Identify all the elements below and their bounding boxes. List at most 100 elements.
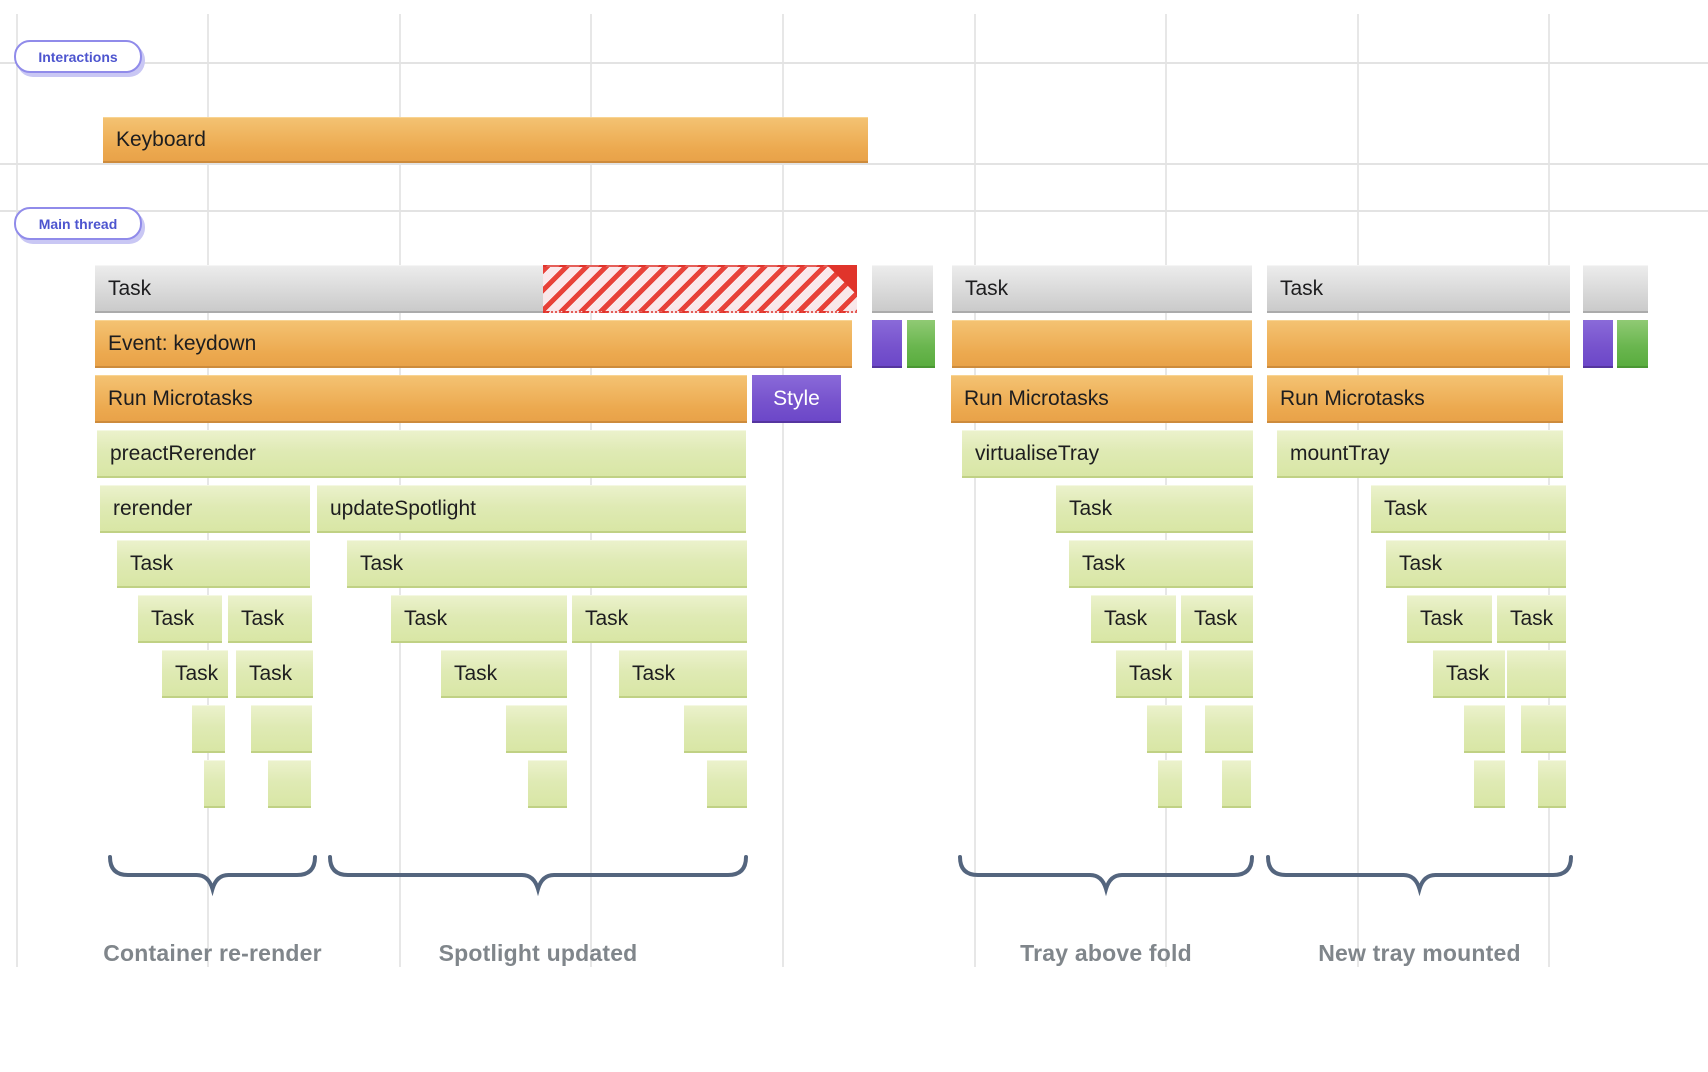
- annotation-label: Container re-render: [103, 940, 322, 966]
- flame-bar-task[interactable]: Task: [1091, 595, 1176, 643]
- flame-bar-unlabeled[interactable]: [1205, 705, 1253, 753]
- flame-bar-unlabeled[interactable]: [684, 705, 747, 753]
- flame-bar-unlabeled[interactable]: [506, 705, 567, 753]
- flame-bar-event-keydown[interactable]: Event: keydown: [95, 320, 852, 368]
- annotation-brace: [1266, 855, 1573, 897]
- flame-bar-task[interactable]: Task: [1056, 485, 1253, 533]
- long-task-hatch: [543, 265, 857, 313]
- flame-bar-task[interactable]: Task: [1116, 650, 1182, 698]
- flame-bar-task[interactable]: Task: [1371, 485, 1566, 533]
- flame-bar-task[interactable]: Task: [1433, 650, 1505, 698]
- long-task-warning-icon: [827, 265, 857, 295]
- flame-bar-label: Task: [1446, 662, 1490, 685]
- time-gridline: [1357, 14, 1359, 967]
- flame-bar-label: Run Microtasks: [108, 387, 253, 410]
- flame-bar-label: Run Microtasks: [964, 387, 1109, 410]
- flame-bar-task[interactable]: Task: [1386, 540, 1566, 588]
- flame-bar-task[interactable]: Task: [619, 650, 747, 698]
- flame-bar-rerender[interactable]: rerender: [100, 485, 310, 533]
- interactions-track-toggle[interactable]: Interactions: [14, 40, 142, 73]
- flame-bar-unlabeled[interactable]: [1507, 650, 1566, 698]
- flame-bar-unlabeled[interactable]: [1538, 760, 1566, 808]
- annotation-label: Spotlight updated: [438, 940, 638, 966]
- flame-bar-task[interactable]: Task: [1407, 595, 1492, 643]
- flame-bar-run-microtasks[interactable]: Run Microtasks: [951, 375, 1253, 423]
- flame-bar-virtualisetray[interactable]: virtualiseTray: [962, 430, 1253, 478]
- flame-bar-unlabeled[interactable]: [1222, 760, 1251, 808]
- flame-bar-label: updateSpotlight: [330, 497, 476, 520]
- flame-bar-task[interactable]: Task: [117, 540, 310, 588]
- main-thread-track-label: Main thread: [38, 215, 118, 232]
- interaction-bar-keyboard[interactable]: Keyboard: [103, 117, 868, 163]
- annotation-label: Tray above fold: [1020, 940, 1192, 966]
- flame-bar-updatespotlight[interactable]: updateSpotlight: [317, 485, 746, 533]
- flame-bar-unlabeled[interactable]: [1189, 650, 1253, 698]
- flame-bar-unlabeled[interactable]: [528, 760, 567, 808]
- flame-bar-task[interactable]: Task: [952, 265, 1252, 313]
- time-gridline: [974, 14, 976, 967]
- flame-bar-task[interactable]: Task: [1497, 595, 1566, 643]
- flame-bar-task[interactable]: Task: [1069, 540, 1253, 588]
- flame-bar-task[interactable]: Task: [228, 595, 312, 643]
- flame-bar-mounttray[interactable]: mountTray: [1277, 430, 1563, 478]
- flame-bar-unlabeled[interactable]: [251, 705, 312, 753]
- flame-bar-unlabeled[interactable]: [872, 320, 902, 368]
- flame-bar-unlabeled[interactable]: [1147, 705, 1182, 753]
- flame-bar-label: Task: [1129, 662, 1173, 685]
- flame-bar-label: rerender: [113, 497, 193, 520]
- flame-bar-label: Task: [1399, 552, 1443, 575]
- flame-bar-unlabeled[interactable]: [872, 265, 933, 313]
- flame-bar-style[interactable]: Style: [752, 375, 841, 423]
- annotation-brace: [328, 855, 748, 897]
- flame-bar-task[interactable]: Task: [572, 595, 747, 643]
- flame-bar-task[interactable]: Task: [95, 265, 857, 313]
- flame-bar-unlabeled[interactable]: [192, 705, 225, 753]
- flame-bar-unlabeled[interactable]: [1267, 320, 1570, 368]
- flame-bar-run-microtasks[interactable]: Run Microtasks: [95, 375, 747, 423]
- flame-bar-task[interactable]: Task: [236, 650, 313, 698]
- flame-bar-label: Task: [404, 607, 448, 630]
- flame-bar-unlabeled[interactable]: [707, 760, 747, 808]
- flame-bar-unlabeled[interactable]: [204, 760, 225, 808]
- track-separator: [0, 62, 1708, 64]
- flame-bar-task[interactable]: Task: [441, 650, 567, 698]
- flame-bar-unlabeled[interactable]: [1464, 705, 1505, 753]
- flame-bar-task[interactable]: Task: [391, 595, 567, 643]
- flame-bar-label: Task: [1082, 552, 1126, 575]
- flame-bar-label: Task: [1384, 497, 1428, 520]
- annotation-brace: [108, 855, 317, 897]
- flame-bar-unlabeled[interactable]: [1521, 705, 1566, 753]
- flame-bar-run-microtasks[interactable]: Run Microtasks: [1267, 375, 1563, 423]
- flame-bar-label: preactRerender: [110, 442, 256, 465]
- flame-bar-label: Task: [241, 607, 285, 630]
- flame-bar-task[interactable]: Task: [138, 595, 222, 643]
- flame-bar-task[interactable]: Task: [1181, 595, 1253, 643]
- flame-bar-label: virtualiseTray: [975, 442, 1100, 465]
- flame-bar-label: Task: [1420, 607, 1464, 630]
- annotation-label: New tray mounted: [1318, 940, 1521, 966]
- flame-bar-label: Task: [632, 662, 676, 685]
- flame-bar-unlabeled[interactable]: [1158, 760, 1182, 808]
- flame-bar-unlabeled[interactable]: [907, 320, 935, 368]
- flame-bar-label: Task: [454, 662, 498, 685]
- flame-bar-label: Task: [360, 552, 404, 575]
- flame-bar-task[interactable]: Task: [162, 650, 228, 698]
- flame-bar-unlabeled[interactable]: [1474, 760, 1505, 808]
- main-thread-track-toggle[interactable]: Main thread: [14, 207, 142, 240]
- flame-bar-label: Task: [965, 277, 1009, 300]
- flame-bar-unlabeled[interactable]: [1617, 320, 1648, 368]
- flame-bar-label: Task: [130, 552, 174, 575]
- flame-bar-unlabeled[interactable]: [1583, 265, 1648, 313]
- flame-bar-unlabeled[interactable]: [268, 760, 311, 808]
- flame-bar-unlabeled[interactable]: [1583, 320, 1613, 368]
- flame-bar-label: Task: [585, 607, 629, 630]
- track-separator: [0, 210, 1708, 212]
- flame-bar-unlabeled[interactable]: [952, 320, 1252, 368]
- time-gridline: [16, 14, 18, 967]
- flame-bar-task[interactable]: Task: [347, 540, 747, 588]
- flame-bar-task[interactable]: Task: [1267, 265, 1570, 313]
- flame-bar-preactrerender[interactable]: preactRerender: [97, 430, 746, 478]
- flame-bar-label: Event: keydown: [108, 332, 257, 355]
- annotation-brace: [958, 855, 1254, 897]
